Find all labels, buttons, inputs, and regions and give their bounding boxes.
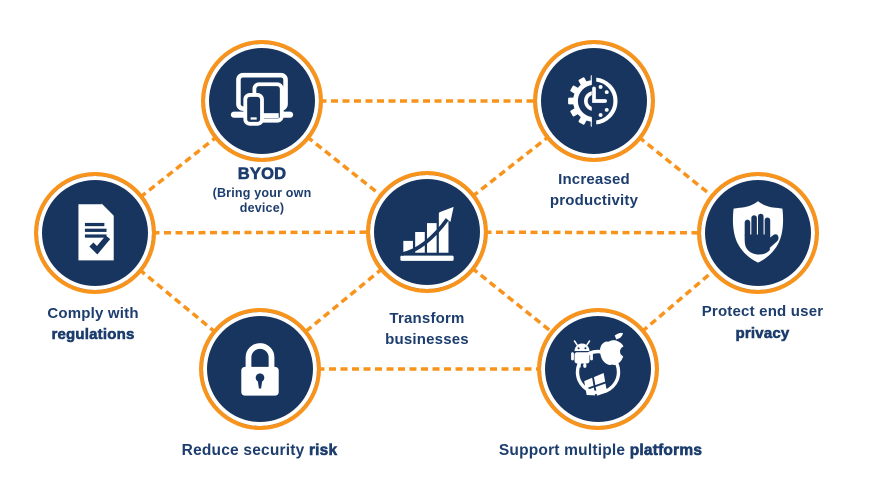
laptop-tablet-phone-icon (230, 72, 294, 126)
label-line: platforms (629, 442, 703, 460)
label-line: risk (308, 442, 338, 460)
node-protect-end-user-privacy (697, 172, 819, 294)
label-byod: BYOD (Bring your own device) (192, 165, 332, 216)
label-subtitle: (Bring your own device) (212, 186, 312, 215)
label-line: productivity (549, 192, 639, 209)
label-line: Protect end user (698, 301, 827, 323)
label-line: Comply with (47, 305, 139, 322)
node-reduce-security-risk (199, 308, 321, 430)
label-line: Reduce security (181, 442, 305, 459)
connector-transform-protect (426, 230, 759, 235)
node-support-multiple-platforms (537, 308, 659, 430)
android-apple-windows-icon (571, 332, 631, 396)
padlock-icon (241, 343, 279, 396)
label-protect-end-user-privacy: Protect end user privacy (680, 301, 845, 345)
label-line: BYOD (237, 165, 287, 184)
node-increased-productivity (533, 40, 655, 162)
label-reduce-security-risk: Reduce security risk (157, 440, 362, 461)
node-byod (201, 40, 323, 162)
gear-clock-icon (568, 75, 618, 127)
label-support-multiple-platforms: Support multiple platforms (478, 440, 723, 461)
shield-hand-icon (732, 201, 784, 263)
node-transform-businesses (366, 171, 488, 293)
label-transform-businesses: Transform businesses (347, 308, 507, 350)
windows-logo (584, 373, 608, 396)
label-increased-productivity: Increased productivity (514, 169, 674, 211)
label-line: Transform (389, 310, 465, 327)
label-line: privacy (735, 325, 790, 343)
apple-logo (600, 332, 631, 366)
label-comply-with-regulations: Comply with regulations (13, 303, 173, 345)
android-logo (571, 340, 593, 368)
document-checkmark-icon (78, 203, 115, 261)
node-comply-with-regulations (34, 172, 156, 294)
label-line: Support multiple (498, 442, 626, 459)
label-line: businesses (385, 331, 469, 348)
label-line: Increased (558, 171, 630, 188)
label-line: regulations (51, 326, 135, 344)
growth-bar-chart-icon (400, 206, 454, 261)
